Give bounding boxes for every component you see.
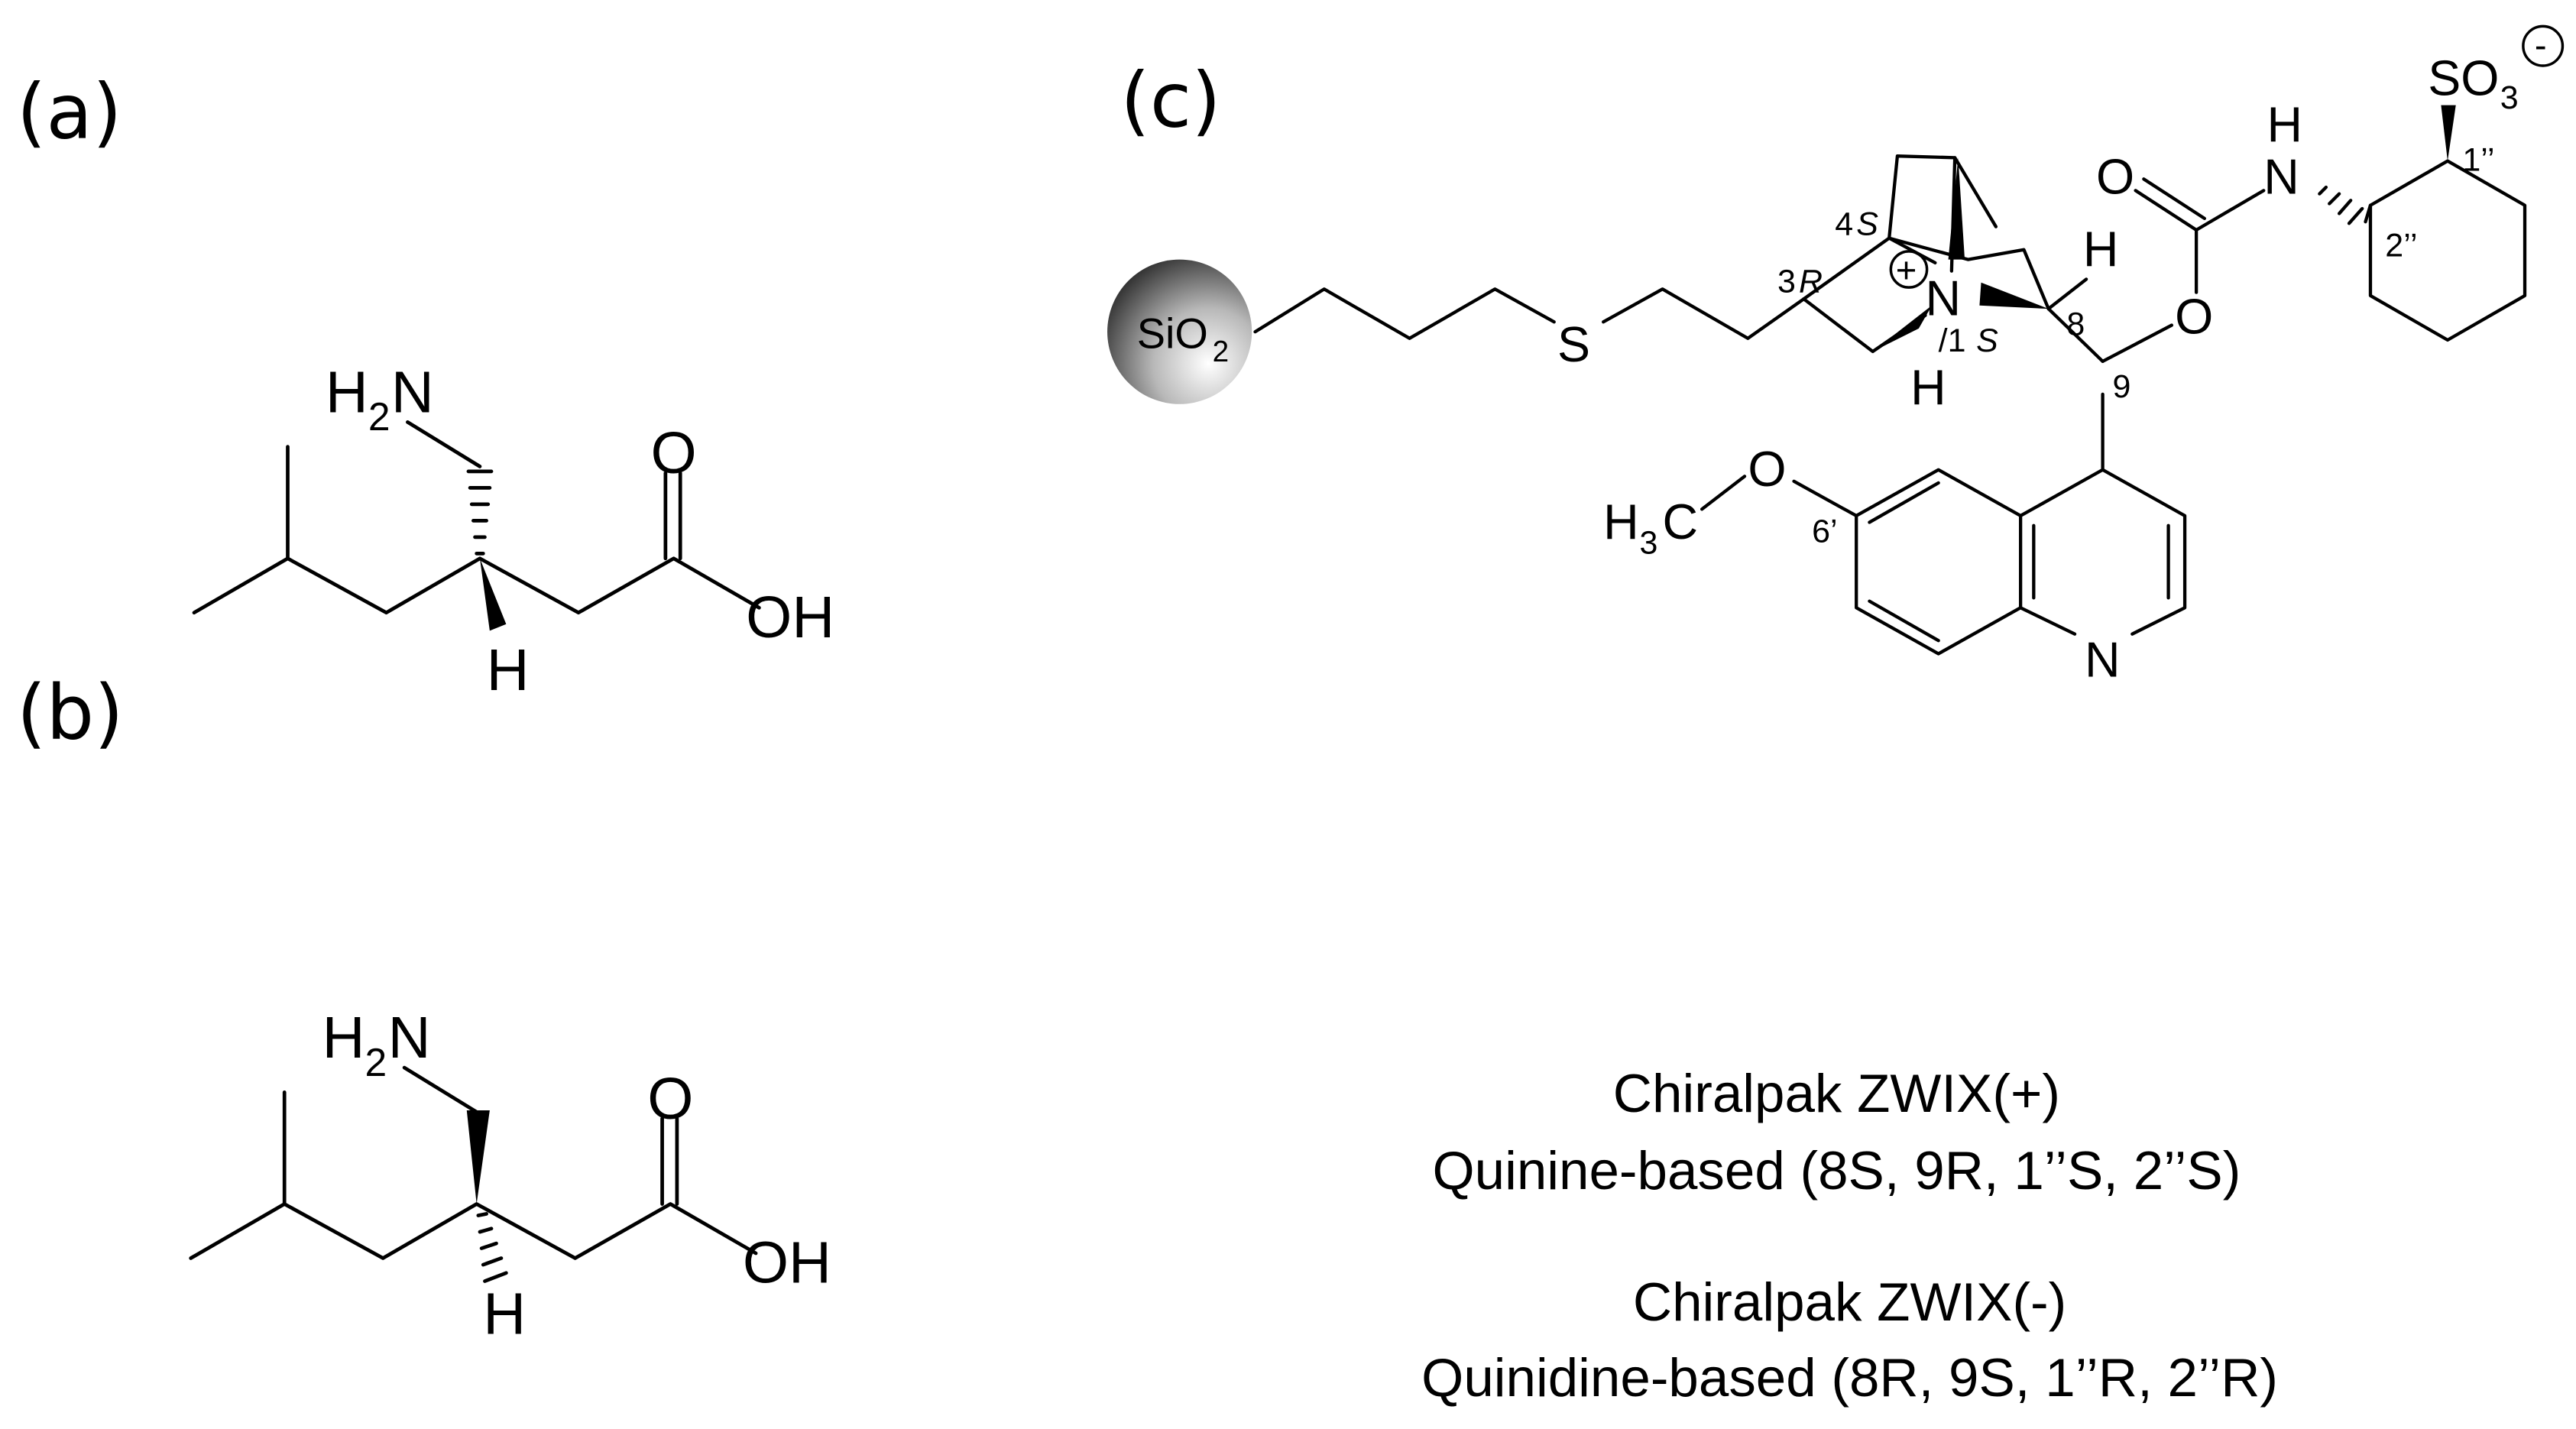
locant-4s-letter: S (1856, 206, 1878, 242)
structure-b-labels: H 2 N O OH H (322, 1005, 831, 1346)
sulfonate: SO (2428, 51, 2499, 106)
structure-b-hydroxyl: OH (743, 1230, 831, 1296)
structure-a-amino-sub: 2 (368, 394, 390, 439)
thioether-s: S (1557, 317, 1590, 372)
silica-label: SiO (1137, 309, 1208, 358)
panel-label-c: (c) (1120, 57, 1221, 145)
structure-b: H 2 N O OH H (189, 1005, 831, 1346)
structure-c: SiO 2 (1107, 24, 2565, 688)
locant-3r-number: 3 (1777, 264, 1796, 300)
structure-b-solid-wedge (466, 1110, 490, 1204)
sulfonate-sub: 3 (2500, 79, 2519, 116)
structure-a-amino-h: H (326, 360, 368, 426)
negative-charge-circle (2522, 24, 2565, 67)
amide-n: N (2263, 150, 2299, 205)
zwix-minus-detail: Quinidine-based (8R, 9S, 1’’R, 2’’R) (1421, 1348, 2278, 1408)
locant-9: 9 (2113, 368, 2131, 405)
locant-3r-letter: R (1799, 264, 1823, 300)
negative-charge: - (2535, 25, 2547, 66)
structure-a-stereo-h: H (487, 637, 530, 703)
locant-1dprime: 1’’ (2462, 142, 2494, 179)
wedge-cage (1948, 157, 1965, 260)
positive-charge-circle (1889, 250, 1929, 289)
amide-h: H (2267, 97, 2303, 152)
carbonyl-o: O (2096, 150, 2134, 205)
silica-bead (1107, 259, 1252, 404)
wedge-c8 (1979, 282, 2049, 309)
structure-a-solid-wedge (479, 558, 507, 631)
c8-h: H (2083, 222, 2119, 277)
locant-6prime: 6’ (1812, 513, 1837, 549)
structure-b-amino-h: H (322, 1005, 365, 1071)
methyl-sub: 3 (1639, 524, 1657, 561)
zwix-minus-title: Chiralpak ZWIX(-) (1633, 1272, 2066, 1333)
quinuclidine-nh: H (1910, 360, 1946, 415)
panel-label-b: (b) (17, 669, 124, 757)
locant-1s-number: /1 (1939, 322, 1966, 359)
panel-label-a: (a) (17, 69, 122, 157)
structure-a-amino-n: N (391, 360, 434, 426)
locant-1s-letter: S (1976, 322, 1998, 359)
carbamate-o: O (2175, 289, 2213, 344)
quinoline-n: N (2085, 633, 2121, 688)
wedge-n1 (1872, 305, 1933, 352)
structure-b-stereo-h: H (483, 1281, 526, 1346)
structure-b-hashed-wedge (476, 1212, 508, 1283)
structure-a-carbonyl-o: O (651, 420, 697, 486)
structure-b-amino-n: N (388, 1005, 431, 1071)
structure-b-carbonyl-o: O (647, 1066, 693, 1132)
structure-a-hydroxyl: OH (746, 585, 834, 650)
hashed-wedge-nh (2318, 185, 2364, 225)
silica-label-sub: 2 (1213, 335, 1230, 368)
structure-a: H 2 N O OH H (192, 360, 834, 703)
structure-a-hashed-wedge (466, 469, 494, 556)
locant-8: 8 (2066, 306, 2085, 342)
methoxy-o: O (1748, 442, 1786, 497)
locant-4s-number: 4 (1835, 206, 1853, 242)
structure-c-bonds (1253, 154, 2527, 656)
structure-a-labels: H 2 N O OH H (326, 360, 834, 703)
caption: Chiralpak ZWIX(+) Quinine-based (8S, 9R,… (1421, 1064, 2278, 1408)
zwix-plus-title: Chiralpak ZWIX(+) (1613, 1064, 2060, 1124)
quinuclidine-n: N (1925, 271, 1961, 326)
wedge-sulfonate (2441, 105, 2456, 161)
positive-charge: + (1896, 251, 1917, 291)
structure-b-amino-sub: 2 (365, 1040, 387, 1084)
methyl-h: H (1603, 494, 1639, 549)
methyl-c: C (1663, 494, 1699, 549)
zwix-plus-detail: Quinine-based (8S, 9R, 1’’S, 2’’S) (1432, 1141, 2241, 1201)
locant-2dprime: 2’’ (2385, 227, 2417, 264)
